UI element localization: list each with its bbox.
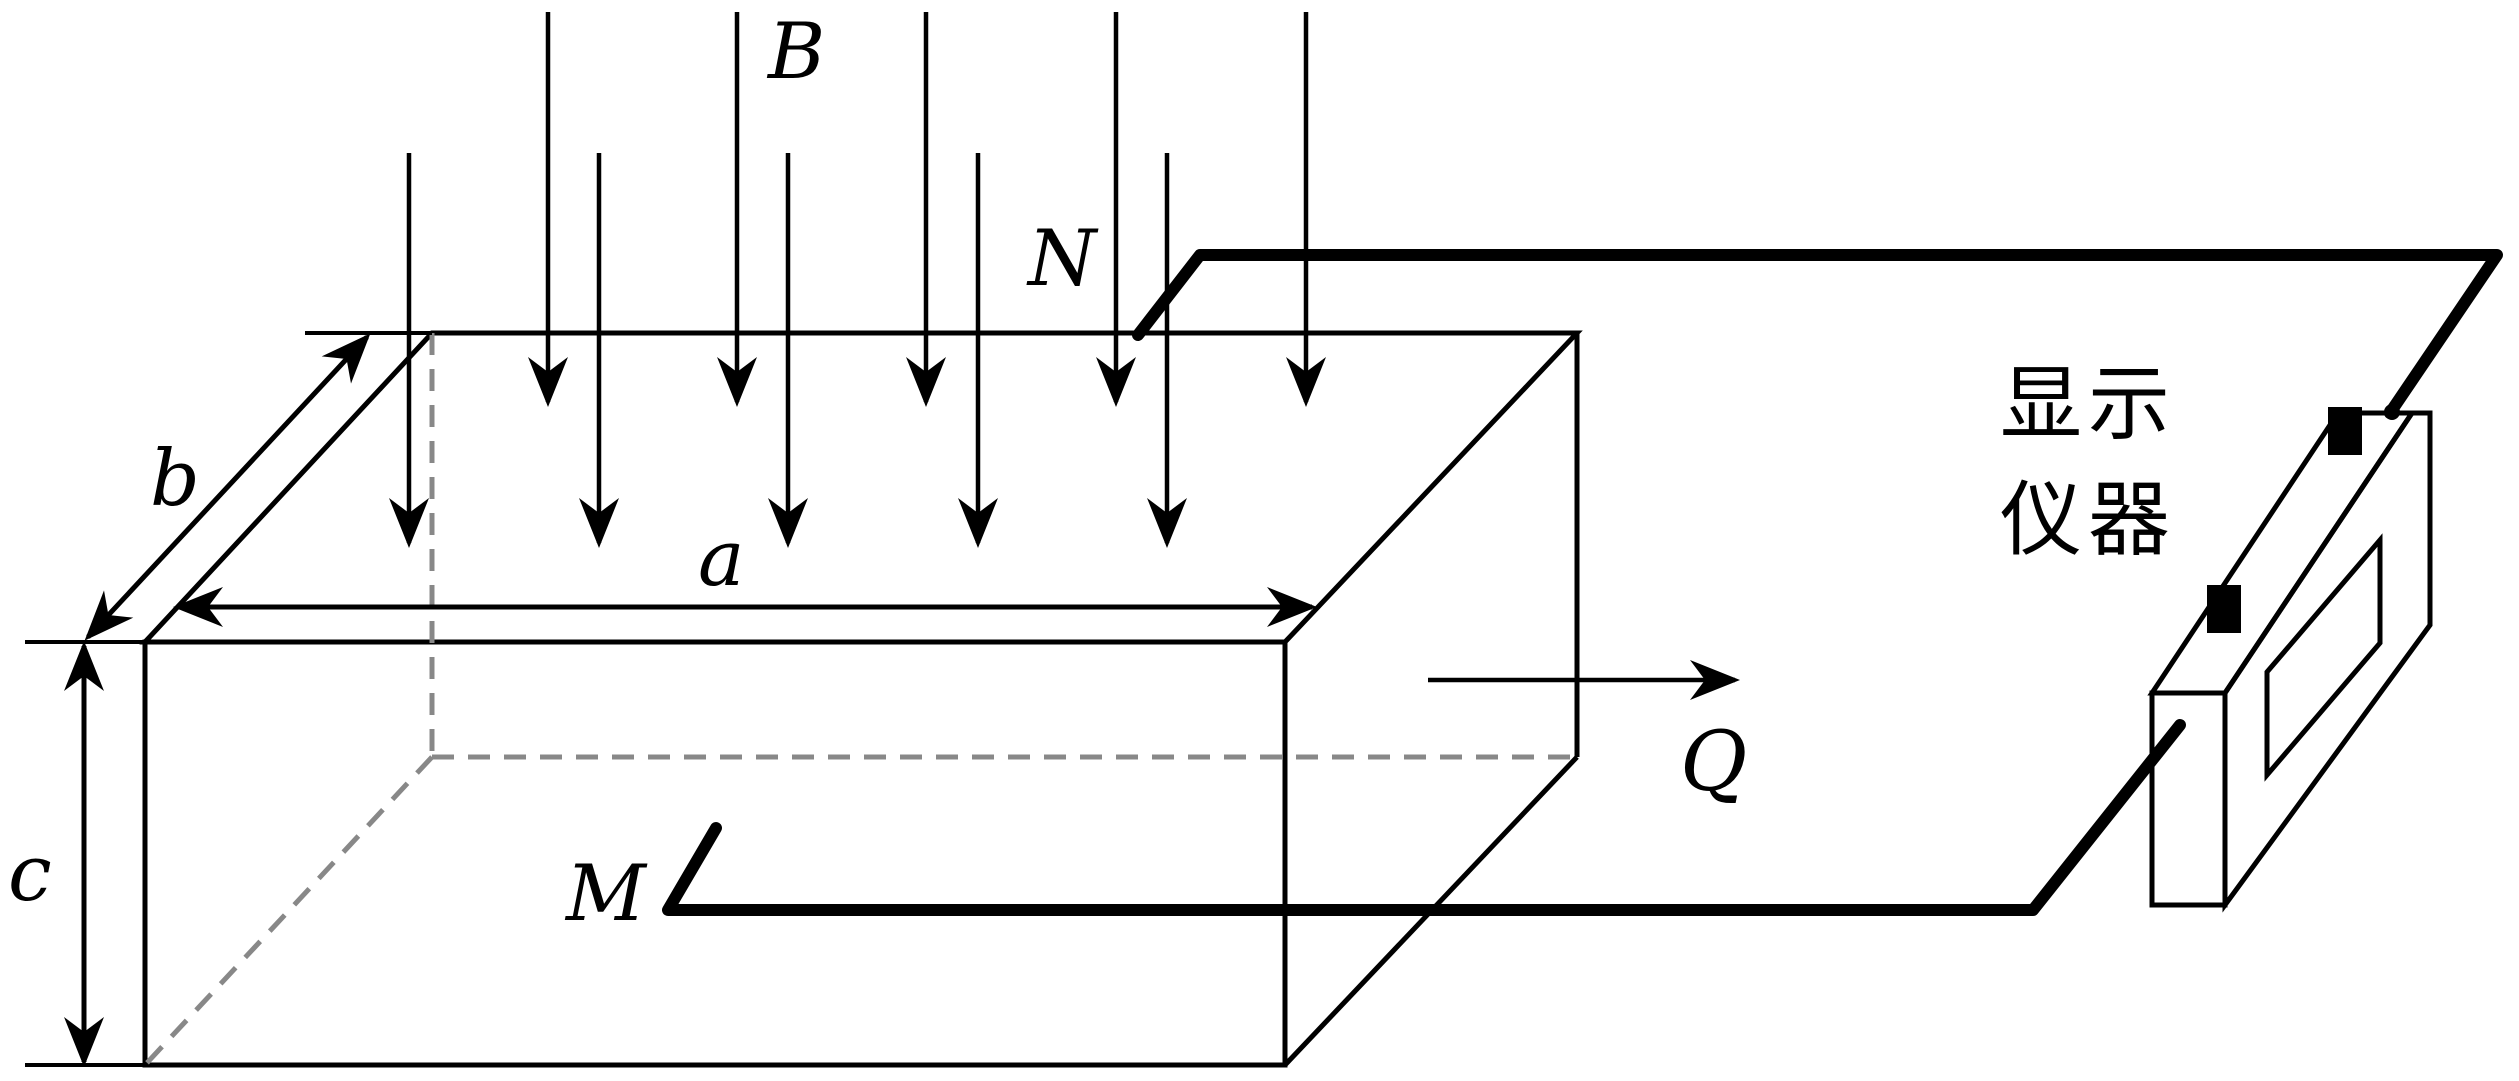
- box-front-face: [142, 639, 1288, 1068]
- label-electrode-top: N: [1026, 214, 1099, 304]
- label-electrode-bottom: M: [564, 849, 648, 939]
- label-dim-width: b: [150, 434, 200, 524]
- label-flow: Q: [1680, 715, 1747, 810]
- hidden-edges: [143, 333, 1577, 1067]
- instrument-right-face: [2222, 410, 2433, 913]
- wire-bottom: [662, 719, 2186, 916]
- terminal-top: [2328, 407, 2362, 455]
- wires: [662, 249, 2503, 916]
- instrument-front-face: [2149, 690, 2228, 908]
- dim-arrow-b: [84, 333, 371, 641]
- wire-node: [2384, 404, 2400, 420]
- label-field: B: [766, 7, 825, 97]
- magnetic-field-arrows: [389, 12, 1326, 548]
- channel-box: [139, 330, 1583, 1068]
- instrument-screen: [2264, 533, 2383, 782]
- display-instrument: [2147, 410, 2433, 913]
- box-top-face: [139, 330, 1583, 645]
- dimension-arrows: [64, 333, 1317, 1067]
- hidden-left-bottom-edge: [143, 755, 434, 1067]
- instrument-terminals: [2207, 404, 2400, 633]
- label-dim-length: a: [698, 514, 745, 604]
- terminal-bottom: [2207, 585, 2241, 633]
- wire-top: [1132, 249, 2503, 419]
- instrument-label-line1: 显示: [2000, 357, 2176, 452]
- instrument-label-line2: 仪器: [2000, 473, 2176, 568]
- label-dim-height: c: [8, 829, 52, 919]
